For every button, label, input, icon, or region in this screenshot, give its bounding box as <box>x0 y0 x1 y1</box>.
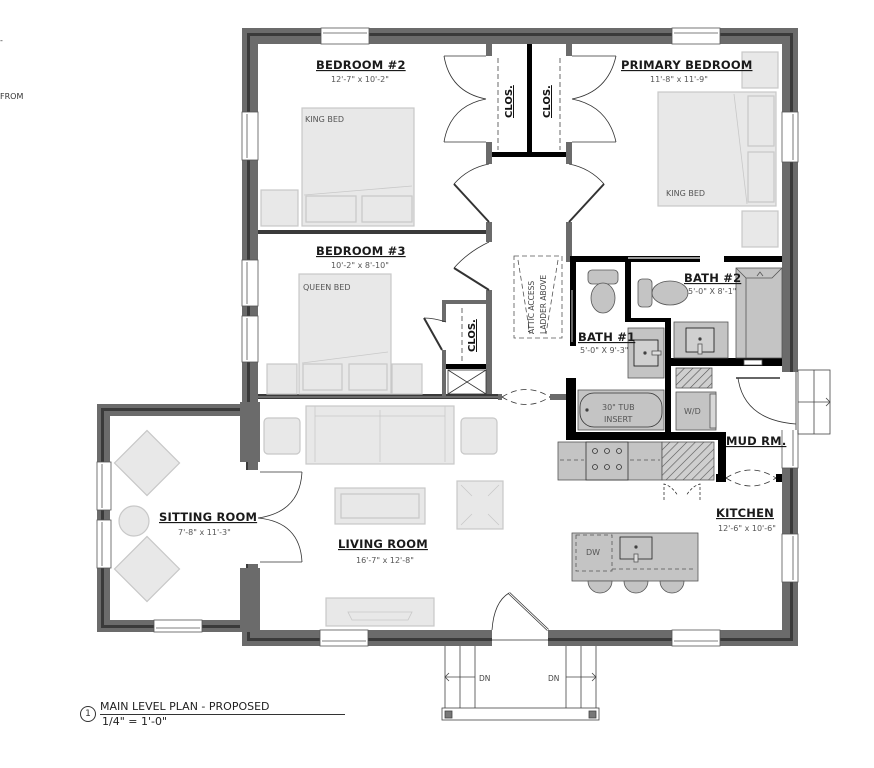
door-swings <box>257 55 777 563</box>
closet-label-primary: CLOS. <box>542 85 553 118</box>
drawing-title: MAIN LEVEL PLAN - PROPOSED <box>100 700 345 715</box>
dishwasher-label: DW <box>586 548 600 557</box>
room-dims-sitting: 7'-8" x 11'-3" <box>178 528 231 537</box>
washer-dryer-label: W/D <box>684 407 701 416</box>
sitting-furniture <box>113 429 181 603</box>
stairs-down-label-left: DN <box>479 674 490 683</box>
edge-fragment-dash: - <box>0 36 3 45</box>
room-name-kitchen: KITCHEN <box>716 506 774 520</box>
room-dims-bath1: 5'-0" X 9'-3" <box>580 346 628 355</box>
drawing-scale: 1/4" = 1'-0" <box>102 715 168 728</box>
bed-label-bedroom3: QUEEN BED <box>303 283 351 292</box>
laundry <box>675 367 717 431</box>
linen-cabinet <box>447 369 487 395</box>
closet-label-bedroom3: CLOS. <box>467 319 478 352</box>
room-name-bedroom3: BEDROOM #3 <box>316 244 406 258</box>
bed-label-primary: KING BED <box>666 189 705 198</box>
room-name-living: LIVING ROOM <box>338 537 428 551</box>
interior-walls <box>258 44 782 482</box>
primary-furniture <box>657 51 779 248</box>
front-steps <box>441 646 600 721</box>
room-name-bath1: BATH #1 <box>578 330 635 344</box>
mudroom-steps <box>797 369 831 435</box>
kitchen-counter <box>557 441 715 481</box>
room-dims-primary: 11'-8" x 11'-9" <box>650 75 708 84</box>
attic-label-2: LADDER ABOVE <box>539 275 548 334</box>
room-dims-bedroom3: 10'-2" x 8'-10" <box>331 261 389 270</box>
mudroom-exterior-door[interactable] <box>736 372 800 430</box>
tub-label-2: INSERT <box>604 415 632 424</box>
attic-label-1: ATTIC ACCESS <box>527 281 536 334</box>
room-labels: BEDROOM #2 12'-7" x 10'-2" PRIMARY BEDRO… <box>159 58 786 565</box>
room-dims-bedroom2: 12'-7" x 10'-2" <box>331 75 389 84</box>
bedroom3-furniture <box>266 273 423 395</box>
front-door[interactable] <box>491 592 549 648</box>
closet-label-bedroom2: CLOS. <box>504 85 515 118</box>
room-name-sitting: SITTING ROOM <box>159 510 257 524</box>
room-dims-kitchen: 12'-6" x 10'-6" <box>718 524 776 533</box>
kitchen-island <box>571 532 699 594</box>
closet-rods <box>461 58 561 362</box>
room-name-bedroom2: BEDROOM #2 <box>316 58 406 72</box>
stairs-down-label-right: DN <box>548 674 559 683</box>
room-name-primary: PRIMARY BEDROOM <box>621 58 752 72</box>
edge-fragment-from: FROM <box>0 92 24 101</box>
drawing-number: 1 <box>80 706 96 722</box>
attic-access-hatch[interactable] <box>513 255 563 339</box>
bath2-fixtures <box>637 267 783 366</box>
living-furniture <box>263 405 504 627</box>
room-name-mudroom: MUD RM. <box>726 434 786 448</box>
room-dims-living: 16'-7" x 12'-8" <box>356 556 414 565</box>
bedroom2-furniture <box>260 107 415 227</box>
bath1-fixtures <box>577 269 665 431</box>
room-name-bath2: BATH #2 <box>684 271 741 285</box>
windows <box>96 27 799 647</box>
tub-label-1: 30" TUB <box>602 403 635 412</box>
room-dims-bath2: 5'-0" X 8'-1" <box>688 287 736 296</box>
bed-label-bedroom2: KING BED <box>305 115 344 124</box>
